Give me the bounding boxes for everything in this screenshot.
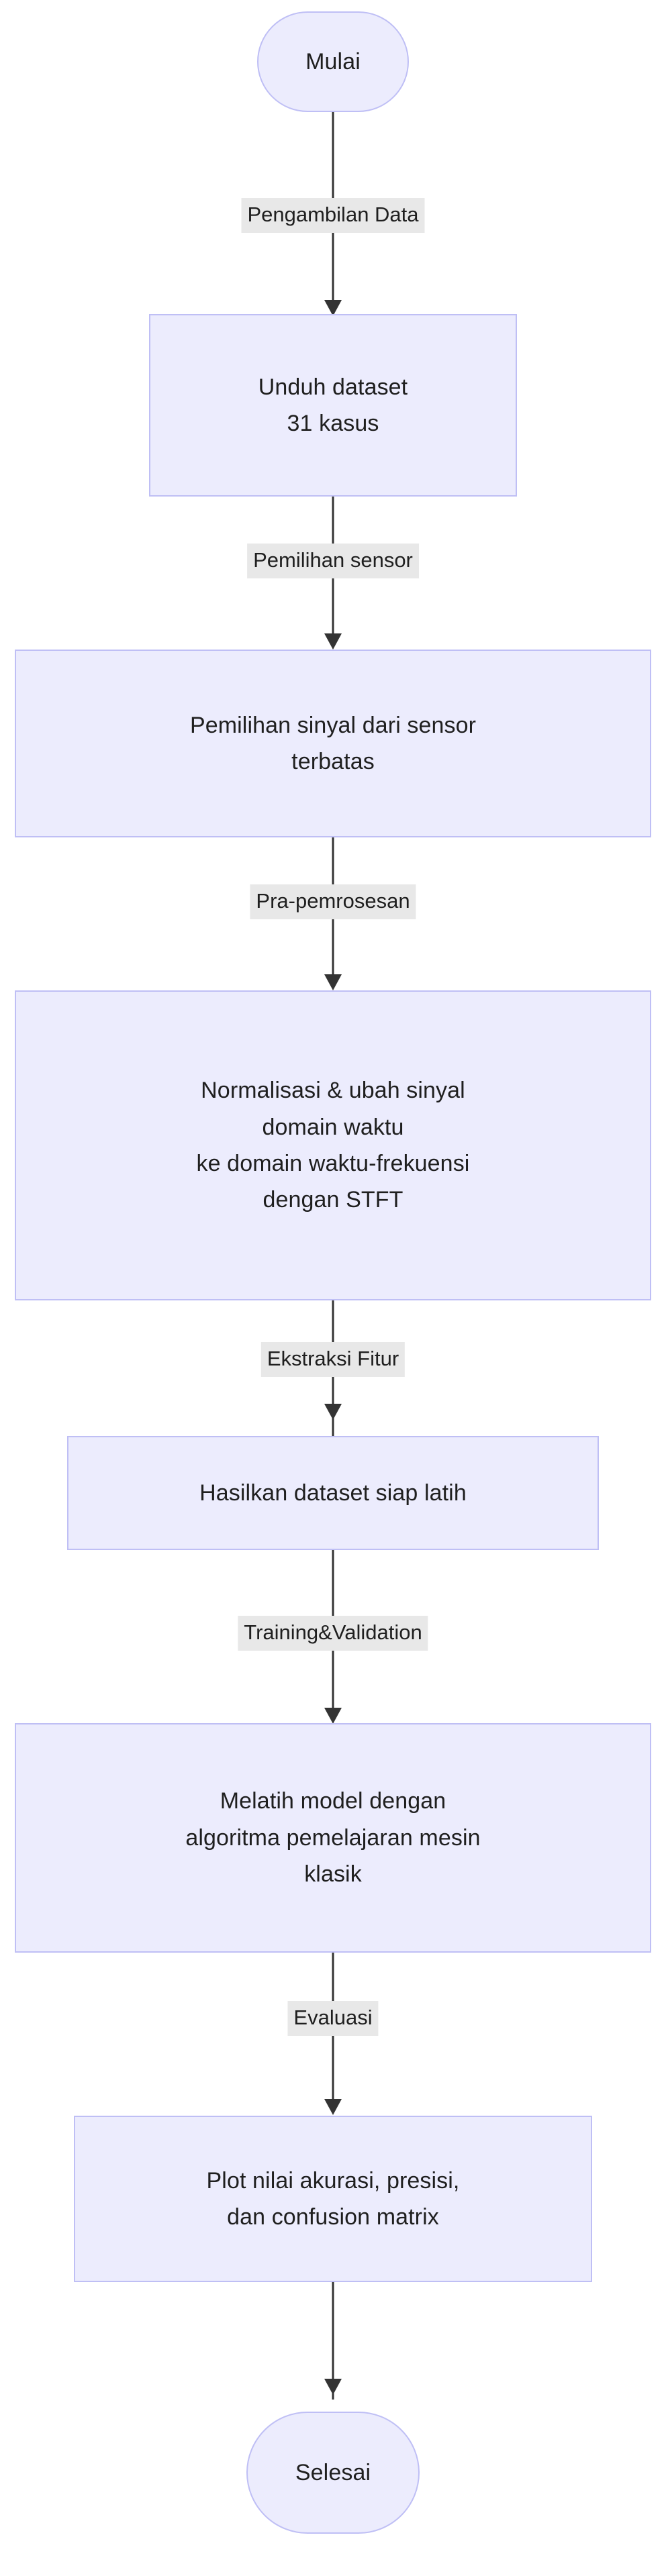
node-select-signal-label: Pemilihan sinyal dari sensor terbatas (189, 712, 477, 774)
arrow-head-preprocess (324, 974, 342, 990)
edge-label-training-validation: Training&Validation (238, 1616, 428, 1651)
arrow-head-dataset (324, 1404, 342, 1420)
edge-label-pemilihan-sensor: Pemilihan sensor (247, 544, 419, 578)
node-preprocess-stft[interactable]: Normalisasi & ubah sinyal domain waktu k… (15, 990, 651, 1300)
node-end-label: Selesai (295, 2459, 371, 2485)
node-download-dataset[interactable]: Unduh dataset 31 kasus (149, 314, 517, 497)
arrow-head-download (324, 300, 342, 316)
node-preprocess-stft-label: Normalisasi & ubah sinyal domain waktu k… (196, 1078, 470, 1213)
node-plot-metrics-label: Plot nilai akurasi, presisi, dan confusi… (206, 2167, 460, 2230)
node-start-label: Mulai (305, 48, 361, 74)
node-download-dataset-label: Unduh dataset 31 kasus (258, 374, 408, 436)
node-select-signal[interactable]: Pemilihan sinyal dari sensor terbatas (15, 650, 651, 837)
edge-label-pra-pemrosesan: Pra-pemrosesan (250, 884, 416, 919)
node-plot-metrics[interactable]: Plot nilai akurasi, presisi, dan confusi… (74, 2116, 592, 2282)
arrow-head-evaluate (324, 2099, 342, 2115)
node-ready-dataset[interactable]: Hasilkan dataset siap latih (67, 1436, 599, 1550)
node-start[interactable]: Mulai (257, 11, 409, 112)
edge-label-ekstraksi-fitur: Ekstraksi Fitur (260, 1342, 406, 1377)
node-end[interactable]: Selesai (246, 2412, 420, 2534)
edge-label-pengambilan-data: Pengambilan Data (241, 198, 425, 233)
node-train-model[interactable]: Melatih model dengan algoritma pemelajar… (15, 1723, 651, 1953)
node-ready-dataset-label: Hasilkan dataset siap latih (199, 1480, 467, 1506)
arrow-head-end (324, 2379, 342, 2395)
node-train-model-label: Melatih model dengan algoritma pemelajar… (185, 1788, 481, 1888)
arrow-head-train (324, 1708, 342, 1724)
edge-line-evaluate-to-end (332, 2282, 334, 2400)
edge-label-evaluasi: Evaluasi (287, 2001, 379, 2036)
arrow-head-select (324, 633, 342, 650)
